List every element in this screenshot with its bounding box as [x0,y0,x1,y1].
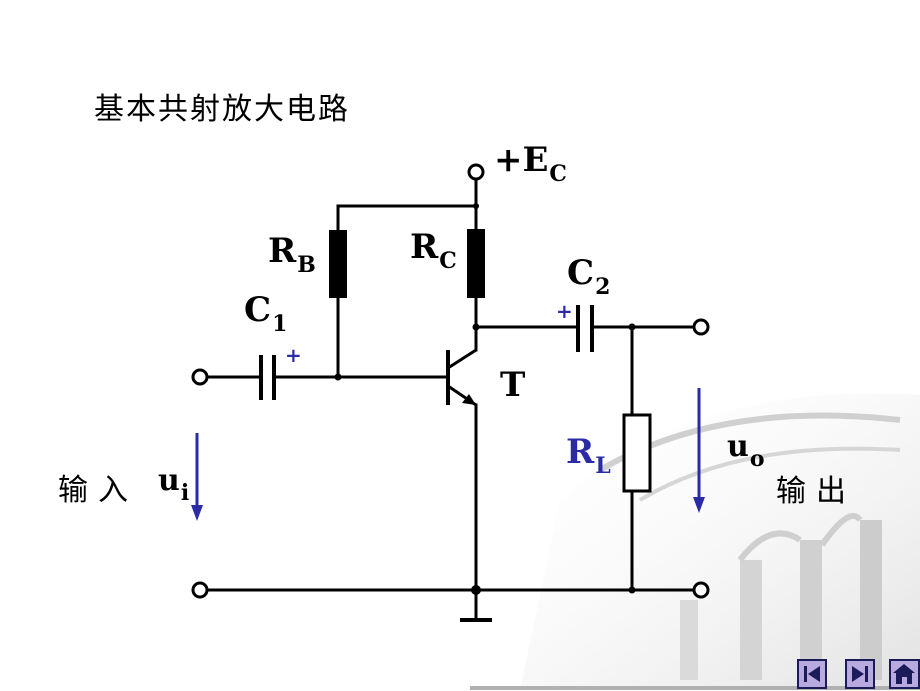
rc-label: RC [410,227,457,274]
input-label: 输入 [58,473,138,508]
rl-label: RL [566,432,611,479]
c2-plus-sign: + [556,299,573,323]
supply-label: +EC [494,140,567,187]
junction-dot [628,323,636,331]
rc-resistor [467,229,485,298]
rb-label: RB [268,231,316,278]
input-terminal [191,368,209,386]
output-label: 输出 [776,474,856,509]
c1-capacitor [259,355,276,400]
supply-terminal [467,163,485,181]
output-ground-terminal [692,581,710,599]
transistor-label: T [500,365,526,405]
rl-resistor [622,413,652,493]
page-title: 基本共射放大电路 [94,92,350,127]
home-button[interactable] [889,659,920,689]
uo-arrow-head [693,497,705,513]
first-page-button[interactable] [797,659,827,689]
home-icon [893,664,915,684]
c1-plus-sign: + [285,343,302,367]
next-page-icon [852,666,868,682]
junction-dot [334,373,342,381]
ui-label: ui [158,463,190,506]
c2-capacitor [576,305,594,352]
output-terminal [692,318,710,336]
junction-dot [473,203,479,209]
transistor-symbol [446,348,477,407]
uo-label: uo [727,429,765,472]
rb-resistor [329,230,347,298]
c1-label: C1 [244,290,288,337]
first-page-icon [804,666,820,682]
junction-dot [471,585,481,595]
junction-dot [628,586,636,594]
ui-arrow-head [191,505,203,521]
junction-dot [472,323,480,331]
c2-label: C2 [567,253,611,300]
next-page-button[interactable] [845,659,875,689]
input-ground-terminal [191,581,209,599]
